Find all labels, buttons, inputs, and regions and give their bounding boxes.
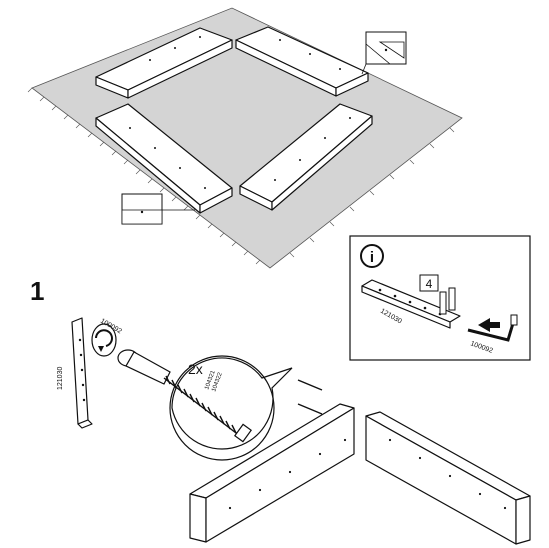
panel-top-right (235, 26, 369, 97)
panel-bottom-left (95, 103, 233, 214)
turn-knob: 100092 (91, 318, 123, 357)
info-icon (360, 244, 384, 268)
panel-top-left (95, 27, 233, 99)
panel-bottom-right (239, 103, 373, 211)
panel-long-side (365, 411, 531, 545)
rotate-arrow-icon (98, 346, 104, 352)
panel-holes (129, 36, 351, 189)
screws-inserting (297, 379, 323, 415)
corner-detail-box-bottom (121, 193, 195, 225)
info-box: i 4 121030 100092 (349, 235, 531, 361)
left-part-bracket: 121030 (57, 367, 64, 390)
insert-arrow-icon (478, 318, 500, 332)
info-quantity: 4 (426, 277, 433, 291)
lower-panel-holes (228, 438, 507, 510)
loose-bracket: 121030 (57, 317, 93, 429)
info-icon-glyph: i (370, 249, 374, 266)
screw-detail: 2x 104321 104322 (117, 349, 293, 461)
screw-quantity: 2x (188, 361, 203, 377)
panel-long-front (189, 403, 355, 543)
corner-detail-box-top (361, 31, 407, 75)
step-number: 1 (30, 276, 44, 306)
